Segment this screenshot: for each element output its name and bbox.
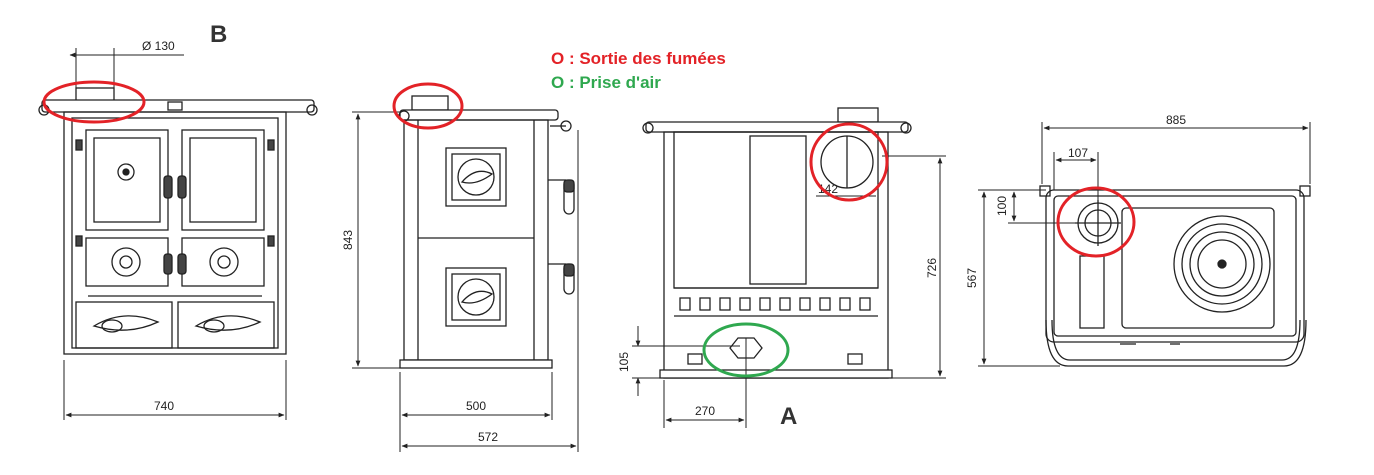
rear-dimensions bbox=[632, 155, 946, 428]
front-width-label: 740 bbox=[154, 399, 174, 413]
side-depth-total-label: 572 bbox=[478, 430, 498, 444]
legend-air-intake: O : Prise d'air bbox=[551, 73, 661, 92]
rear-air-offset-label: 270 bbox=[695, 404, 715, 418]
side-height-label: 843 bbox=[341, 230, 355, 250]
top-dimensions bbox=[978, 122, 1311, 367]
rear-vent-row bbox=[679, 297, 871, 311]
legend-smoke-outlet: O : Sortie des fumées bbox=[551, 49, 726, 68]
top-smoke-outlet-marker bbox=[1056, 186, 1136, 258]
front-smoke-outlet-marker bbox=[42, 80, 146, 124]
top-flue-x-label: 107 bbox=[1068, 146, 1088, 160]
view-b-label: B bbox=[210, 21, 227, 48]
side-view bbox=[398, 95, 575, 369]
top-flue-y-label: 100 bbox=[995, 196, 1009, 216]
front-dimensions bbox=[63, 48, 287, 420]
view-a-label: A bbox=[780, 403, 797, 430]
rear-height-label: 726 bbox=[925, 258, 939, 278]
rear-view bbox=[642, 107, 912, 379]
side-dimensions bbox=[352, 111, 579, 452]
front-view bbox=[38, 87, 318, 355]
side-depth-inner-label: 500 bbox=[466, 399, 486, 413]
top-view bbox=[1039, 185, 1311, 367]
top-depth-label: 567 bbox=[965, 268, 979, 288]
rear-air-intake-marker bbox=[702, 322, 790, 378]
side-smoke-outlet-marker bbox=[392, 82, 464, 130]
rear-flue-size-label: 142 bbox=[818, 182, 838, 196]
rear-air-height-label: 105 bbox=[617, 352, 631, 372]
flue-diameter-label: Ø 130 bbox=[142, 39, 175, 53]
rear-smoke-outlet-marker bbox=[809, 122, 889, 202]
top-width-label: 885 bbox=[1166, 113, 1186, 127]
